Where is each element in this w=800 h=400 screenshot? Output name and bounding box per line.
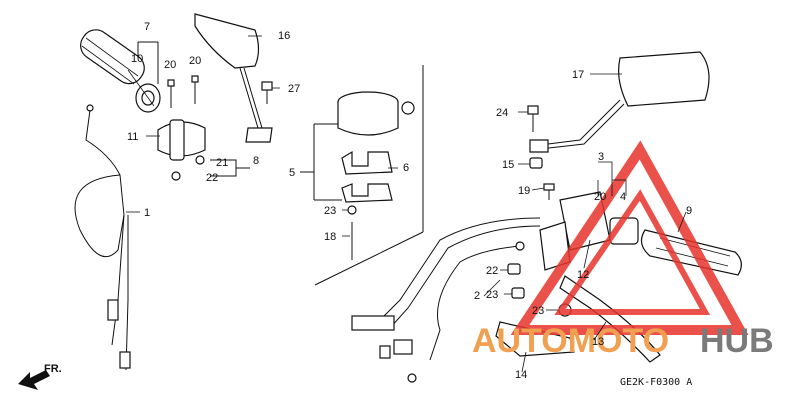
callout-26: 27 (288, 83, 300, 95)
callout-13: 13 (592, 336, 604, 348)
callout-17: 17 (572, 69, 584, 81)
bolt-27-drawing (527, 105, 539, 132)
screw-19-drawing (543, 183, 555, 200)
nut-23b-drawing (511, 287, 525, 299)
callout-27: 24 (496, 107, 508, 119)
callout-20a: 20 (164, 59, 176, 71)
left-mirror-drawing (194, 13, 273, 143)
leader-lines (126, 35, 687, 373)
callout-14: 14 (515, 369, 527, 381)
callout-5: 5 (289, 167, 295, 179)
bolt-20b-drawing (191, 75, 199, 104)
callout-1: 1 (144, 207, 150, 219)
callout-18: 18 (324, 231, 336, 243)
leader-8 (210, 159, 250, 177)
nut-23a-drawing (507, 263, 521, 275)
handlebar-cables-drawing (351, 217, 541, 383)
left-grip-drawing (80, 29, 161, 113)
callout-16: 16 (278, 30, 290, 42)
diagram-code: GE2K-F0300 A (620, 377, 692, 388)
forward-arrow: FR. (18, 363, 62, 390)
callout-10: 10 (131, 53, 143, 65)
callout-15: 15 (502, 159, 514, 171)
callout-20b: 20 (189, 55, 201, 67)
leader-5 (300, 123, 342, 201)
callout-9: 9 (686, 205, 692, 217)
leader-7 (137, 41, 159, 84)
separator-line-diagonal (314, 231, 424, 286)
callout-23b: 23 (486, 289, 498, 301)
callout-12: 12 (577, 269, 589, 281)
switch-housing-drawing (337, 91, 415, 260)
callout-22a: 21 (216, 157, 228, 169)
callout-7: 7 (144, 21, 150, 33)
callout-25: 23 (324, 205, 336, 217)
callout-11: 11 (127, 131, 138, 143)
callout-19: 19 (518, 185, 530, 197)
callout-22b: 22 (206, 172, 218, 184)
callout-2: 2 (474, 290, 480, 302)
bolt-26-drawing (261, 81, 273, 104)
bolt-20a-drawing (167, 79, 175, 108)
callout-23a: 22 (486, 265, 498, 277)
callout-21: 20 (594, 191, 606, 203)
callout-6: 6 (403, 162, 409, 174)
watermark-logo: AUTOMOTO HUB (472, 140, 774, 360)
callout-8: 8 (253, 155, 259, 167)
watermark-text-hub: HUB (700, 322, 774, 360)
forward-label: FR. (44, 363, 62, 375)
watermark-text-automoto: AUTOMOTO (472, 322, 669, 360)
callout-24: 23 (532, 305, 544, 317)
nut-15-drawing (529, 157, 543, 169)
right-mirror-drawing (529, 51, 710, 153)
callout-4: 4 (620, 191, 626, 203)
callout-labels: 7 10 16 20 20 27 11 21 8 22 1 5 6 23 18 … (127, 21, 692, 381)
callout-3: 3 (598, 151, 604, 163)
holder-11-drawing (157, 119, 206, 181)
throttle-cable-drawing (74, 104, 131, 371)
